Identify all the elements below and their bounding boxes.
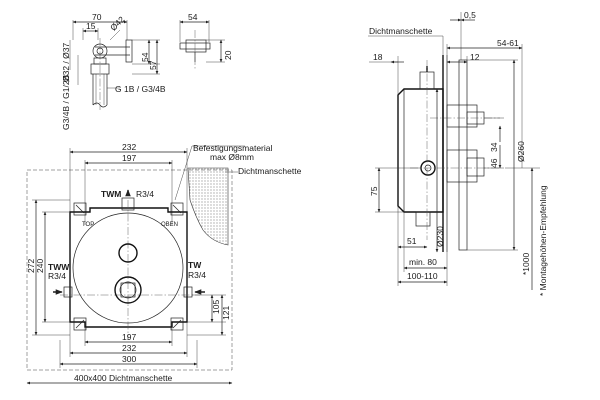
dim-diameter-42: Ø42 xyxy=(108,14,127,33)
dim-100-110: 100-110 xyxy=(407,271,438,281)
dim-70: 70 xyxy=(92,12,102,22)
oben-mark: OBEN xyxy=(161,222,178,228)
plaster-section xyxy=(187,167,229,246)
dim-57: 57 xyxy=(148,60,158,70)
dim-top-232: 232 xyxy=(122,142,136,152)
dim-46: 46 xyxy=(489,158,499,168)
tww-size: R3/4 xyxy=(48,271,66,281)
seal-label-side: Dichtmanschette xyxy=(369,26,433,36)
dim-75: 75 xyxy=(369,186,379,196)
dim-bottom-300: 300 xyxy=(122,354,136,364)
dim-right-121: 121 xyxy=(221,306,231,320)
seal-sleeve-outline xyxy=(26,169,233,371)
cover-plate xyxy=(458,59,468,251)
seal-label-front: Dichtmanschette xyxy=(238,166,302,176)
tw-label: TW xyxy=(188,260,202,270)
side-view: Dichtmanschette 0,5 54-61 18 12 34 46 Ø2… xyxy=(368,10,548,296)
dim-0-5: 0,5 xyxy=(464,10,476,20)
side-dim-54: 54 xyxy=(188,12,198,22)
tw-size: R3/4 xyxy=(188,270,206,280)
dim-left-240: 240 xyxy=(35,259,45,273)
height-value-1000: *1000 xyxy=(521,253,531,275)
twm-size: R3/4 xyxy=(136,189,154,199)
fastening-label: Befestigungsmaterial xyxy=(193,143,272,153)
dim-54-61: 54-61 xyxy=(497,38,519,48)
front-view: 232 197 Befestigungsmaterial max Ø8mm Di… xyxy=(26,142,302,385)
twm-label: TWM xyxy=(101,189,121,199)
dim-18: 18 xyxy=(373,52,383,62)
height-note: * Montagehöhen-Empfehlung xyxy=(538,185,548,296)
side-dim-20: 20 xyxy=(223,50,233,60)
dim-diameter-260: Ø260 xyxy=(516,141,526,162)
connection-detail-view: 70 15 Ø42 Ø32 / Ø37 G3/4B / G1/2B 54 xyxy=(61,12,233,130)
dim-top-197: 197 xyxy=(122,153,136,163)
top-mark: TOP xyxy=(82,222,94,228)
dim-thread-g34b-g12b: G3/4B / G1/2B xyxy=(61,74,71,130)
thread-label-g1b: G 1B / G3/4B xyxy=(115,84,166,94)
fastening-size: max Ø8mm xyxy=(210,152,254,162)
dim-12: 12 xyxy=(470,52,480,62)
dim-bottom-197: 197 xyxy=(122,332,136,342)
diverter-knob xyxy=(118,243,138,263)
dim-54: 54 xyxy=(140,52,150,62)
dim-right-105: 105 xyxy=(211,300,221,314)
mixer-knob xyxy=(114,276,142,304)
dim-15: 15 xyxy=(86,21,96,31)
dim-bottom-232: 232 xyxy=(122,343,136,353)
dim-34: 34 xyxy=(489,142,499,152)
dim-left-272: 272 xyxy=(26,259,36,273)
dim-min-80: min. 80 xyxy=(409,257,437,267)
side-box-body xyxy=(397,88,444,213)
tww-label: TWW xyxy=(48,262,70,272)
dim-diameter-32-37: Ø32 / Ø37 xyxy=(61,43,71,82)
dim-diameter-230: Ø230 xyxy=(435,226,445,247)
dim-51: 51 xyxy=(407,236,417,246)
sleeve-size-label: 400x400 Dichtmanschette xyxy=(74,373,173,383)
